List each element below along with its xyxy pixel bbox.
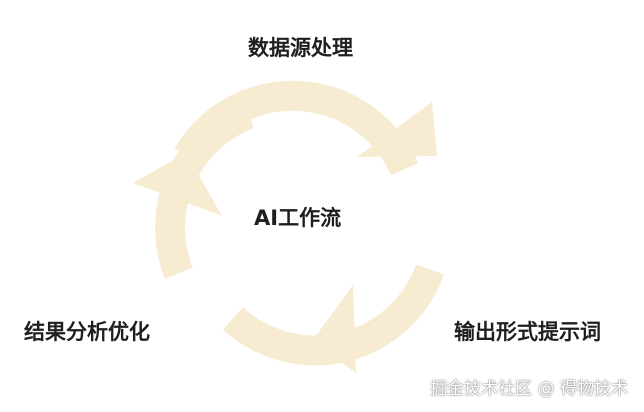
- cycle-arrowhead-top-right: [357, 102, 437, 157]
- center-title: AI工作流: [254, 206, 342, 230]
- cycle-arrowhead-bottom-right: [312, 285, 356, 373]
- cycle-ring: [133, 80, 445, 373]
- stage-label-left: 结果分析优化: [24, 320, 150, 344]
- watermark-text: 掘金技术社区 @ 得物技术: [430, 379, 628, 399]
- stage-label-right: 输出形式提示词: [454, 320, 601, 344]
- stage-label-top: 数据源处理: [248, 36, 353, 60]
- cycle-arrowhead-left: [133, 153, 222, 216]
